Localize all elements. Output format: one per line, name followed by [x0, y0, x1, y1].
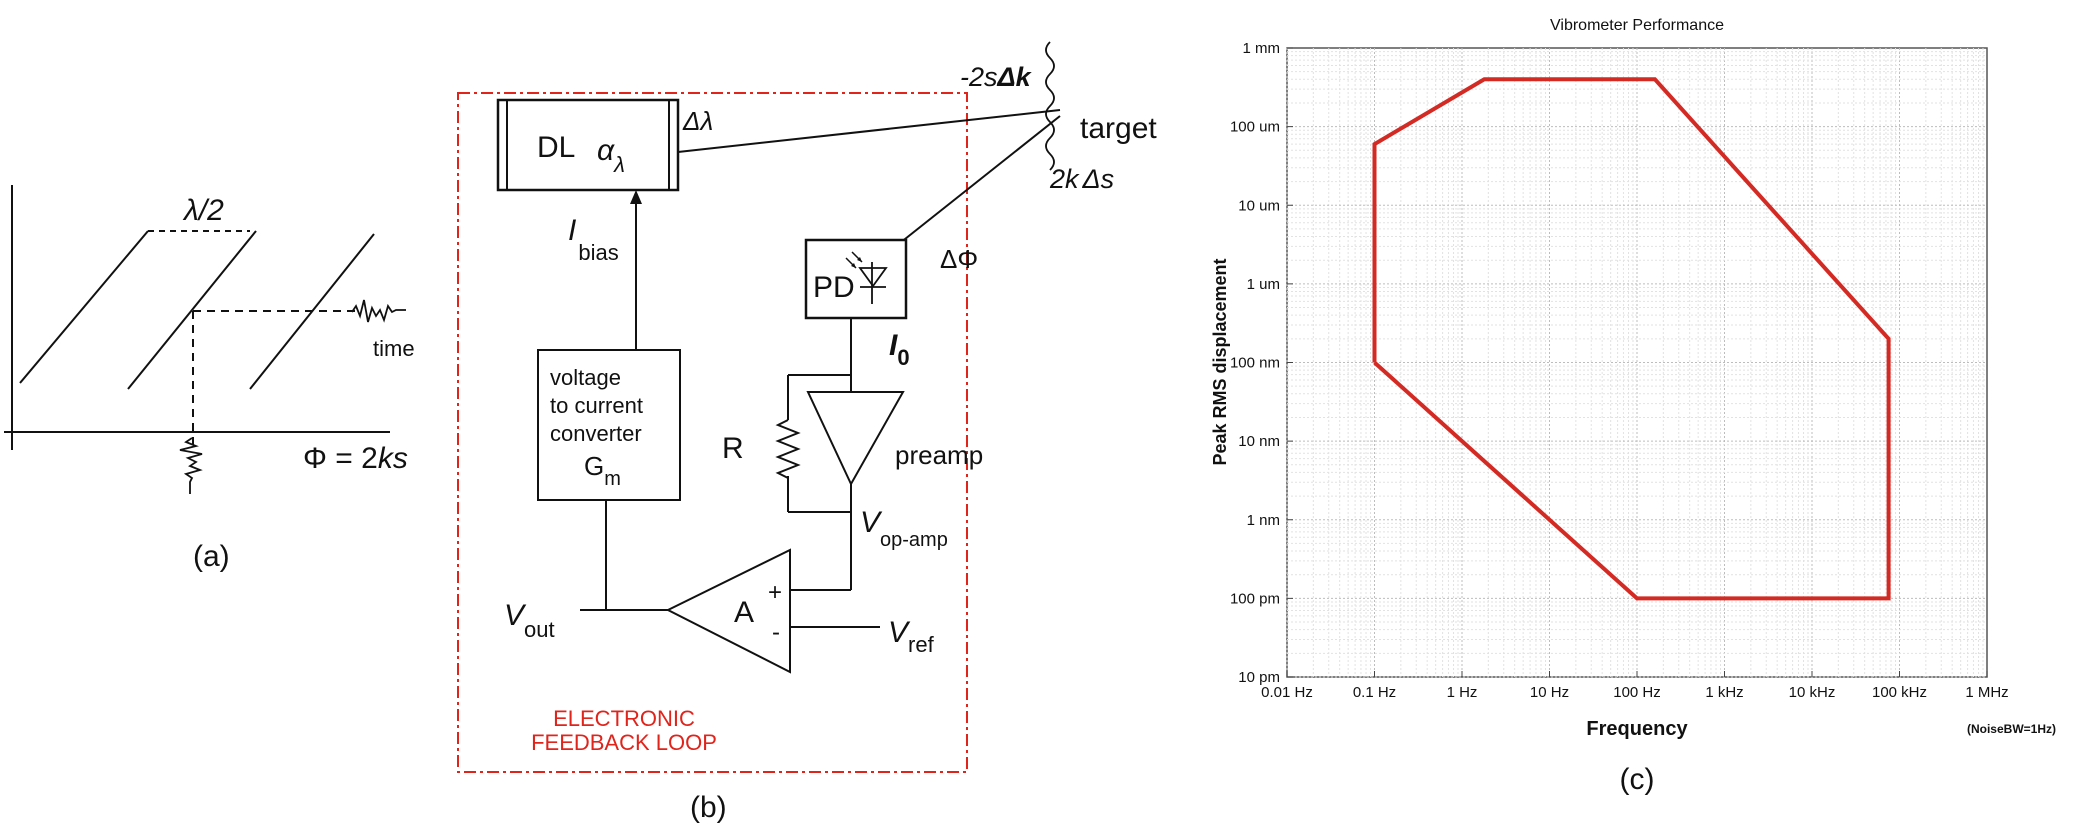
- chart-title: Vibrometer Performance: [1550, 17, 1724, 34]
- fringe-ramp-2: [127, 230, 257, 390]
- transconductance-subscript: m: [604, 468, 621, 490]
- photocurrent-symbol: I: [889, 329, 898, 362]
- x-tick-label: 0.01 Hz: [1261, 684, 1313, 701]
- opamp-voltage-label: Vop-amp: [860, 506, 948, 551]
- phase-equation-prefix: Φ = 2: [303, 442, 378, 475]
- reference-voltage-subscript: ref: [908, 632, 935, 657]
- feedback-loop-label-line-1: ELECTRONIC: [553, 706, 695, 731]
- preamp-label: preamp: [895, 440, 983, 470]
- return-beam: [899, 115, 1061, 244]
- x-tick-label: 0.1 Hz: [1353, 684, 1396, 701]
- resistor-symbol: [775, 419, 801, 479]
- photodiode-label: PD: [813, 271, 855, 304]
- bias-current-symbol: I: [568, 214, 576, 247]
- x-axis-label: Frequency: [1586, 718, 1688, 740]
- bias-current-subscript: bias: [578, 240, 618, 265]
- input-oscillation-trace: [179, 437, 203, 494]
- half-wavelength-label: λ/2: [182, 194, 224, 227]
- outgoing-beam: [677, 109, 1061, 153]
- opamp-voltage-subscript: op-amp: [880, 529, 948, 551]
- opamp-plus-label: +: [768, 579, 782, 606]
- x-tick-label: 10 kHz: [1789, 684, 1836, 701]
- tick-labels: 0.01 Hz 0.1 Hz 1 Hz 10 Hz 100 Hz 1 kHz 10 kHz 1…: [1230, 40, 2009, 701]
- output-voltage-label: Vout: [504, 599, 555, 642]
- wavelength-shift-label: Δλ: [682, 106, 713, 136]
- two-k-label: 2k: [1049, 164, 1080, 194]
- fringe-ramp-1: [19, 230, 149, 384]
- feedback-loop-boundary: [457, 92, 968, 773]
- phase-equation-variable: ks: [378, 442, 408, 475]
- output-voltage-symbol: V: [504, 599, 527, 632]
- resistor-label: R: [722, 432, 744, 465]
- delta-k-label: Δk: [997, 62, 1033, 92]
- voltage-to-current-converter-block: [537, 349, 681, 501]
- alpha-subscript: λ: [613, 152, 625, 177]
- transconductance-symbol: G: [584, 451, 604, 481]
- diode-laser-block: [496, 98, 680, 192]
- panel-c-vibrometer-chart: 0.01 Hz 0.1 Hz 1 Hz 10 Hz 100 Hz 1 kHz 10 kHz 1…: [1210, 17, 2056, 796]
- converter-line-1: voltage: [550, 365, 621, 390]
- alpha-symbol: α: [597, 134, 615, 167]
- y-tick-label: 10 um: [1238, 197, 1280, 214]
- opamp-minus-label: -: [772, 619, 780, 646]
- caption-a: (a): [193, 540, 230, 573]
- bias-current-arrow: [630, 190, 642, 204]
- noise-bandwidth-note: (NoiseBW=1Hz): [1967, 722, 2056, 736]
- phase-shift-label: ΔΦ: [940, 244, 978, 274]
- time-label: time: [373, 336, 415, 361]
- x-tick-label: 100 Hz: [1613, 684, 1661, 701]
- y-tick-label: 1 nm: [1247, 512, 1280, 529]
- caption-c: (c): [1620, 763, 1655, 796]
- feedback-loop-label-line-2: FEEDBACK LOOP: [531, 730, 717, 755]
- y-tick-label: 10 nm: [1238, 433, 1280, 450]
- photocurrent-subscript: 0: [897, 345, 909, 370]
- preamp-triangle: [806, 391, 905, 487]
- bias-current-label: Ibias: [568, 214, 619, 265]
- minus-2s-label: -2s: [960, 62, 998, 92]
- photodiode-icon: [845, 251, 888, 304]
- reference-voltage-symbol: V: [888, 616, 911, 649]
- y-tick-label: 1 um: [1247, 276, 1280, 293]
- delta-s-label: Δs: [1082, 164, 1115, 194]
- opamp-voltage-symbol: V: [860, 506, 883, 539]
- y-tick-label: 100 nm: [1230, 355, 1280, 372]
- caption-b: (b): [690, 791, 727, 824]
- y-tick-label: 10 pm: [1238, 669, 1280, 686]
- converter-line-3: converter: [550, 421, 642, 446]
- panel-a-phase-diagram: λ/2 time Φ = 2ks (a): [4, 185, 415, 573]
- x-tick-label: 1 Hz: [1447, 684, 1478, 701]
- converter-line-2: to current: [550, 393, 643, 418]
- x-tick-label: 10 Hz: [1530, 684, 1569, 701]
- x-tick-label: 1 MHz: [1965, 684, 2008, 701]
- y-tick-label: 100 pm: [1230, 590, 1280, 607]
- phase-equation: Φ = 2ks: [303, 442, 408, 475]
- wavenumber-shift-label: -2sΔk: [960, 62, 1033, 92]
- target-label: target: [1080, 112, 1157, 145]
- opamp-label: A: [734, 596, 754, 629]
- y-axis-label: Peak RMS displacement: [1210, 258, 1230, 465]
- photodiode-block: [804, 238, 908, 320]
- tuning-coefficient: αλ: [597, 134, 625, 177]
- y-tick-label: 1 mm: [1243, 40, 1281, 57]
- output-voltage-subscript: out: [524, 617, 555, 642]
- opamp-triangle: [665, 548, 791, 674]
- diode-laser-label: DL: [537, 131, 575, 164]
- y-tick-label: 100 um: [1230, 119, 1280, 136]
- x-tick-label: 100 kHz: [1872, 684, 1927, 701]
- transconductance-label: Gm: [584, 451, 621, 490]
- performance-envelope-line: [1372, 77, 1891, 601]
- output-oscillation-trace: [351, 299, 406, 323]
- x-tick-label: 1 kHz: [1705, 684, 1743, 701]
- photocurrent-label: I0: [889, 329, 910, 370]
- reference-voltage-label: Vref: [888, 616, 935, 657]
- target-surface: [1045, 41, 1055, 171]
